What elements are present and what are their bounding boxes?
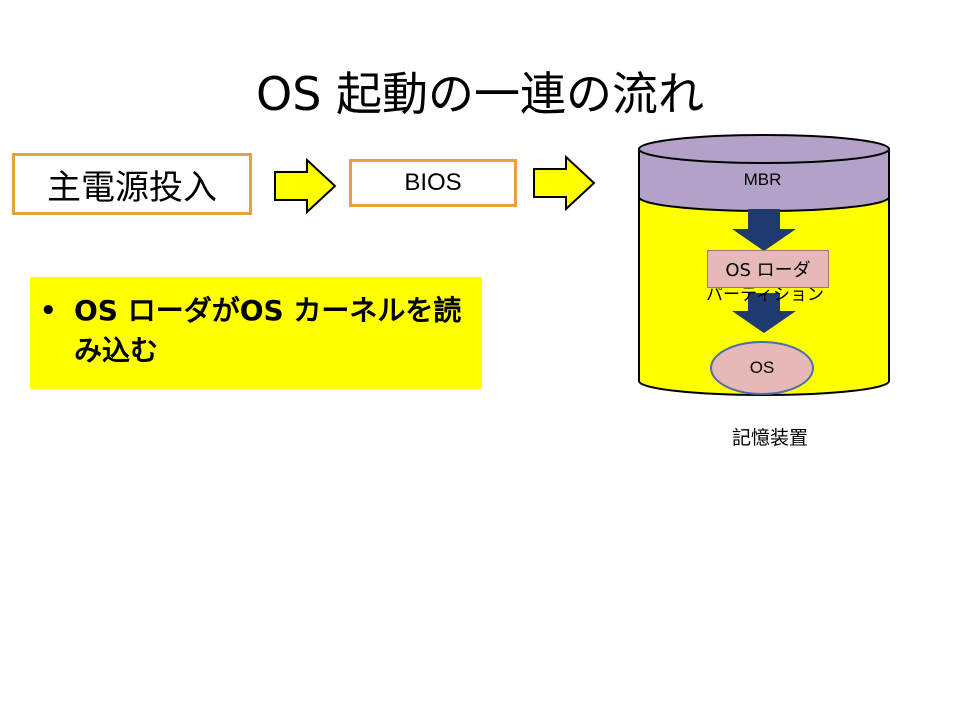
slide-title: OS 起動の一連の流れ xyxy=(255,67,705,121)
os-loader-box: OS ローダ xyxy=(707,250,829,288)
power-on-step: 主電源投入 xyxy=(12,153,252,215)
bios-label: BIOS xyxy=(404,169,462,196)
os-label: OS xyxy=(749,358,775,377)
power-on-label: 主電源投入 xyxy=(47,167,217,208)
bullet-marker: • xyxy=(40,296,57,326)
os-loader-label: OS ローダ xyxy=(725,260,811,281)
down-arrow-1 xyxy=(732,209,796,251)
note-text: OS ローダがOS カーネルを読み込む xyxy=(74,294,462,367)
note-box: • OS ローダがOS カーネルを読み込む xyxy=(30,277,482,389)
flow-arrow-2 xyxy=(533,155,596,211)
flow-arrow-1 xyxy=(274,158,337,214)
partition-label: パーティション xyxy=(706,285,824,302)
os-node: OS xyxy=(710,341,814,395)
bios-step: BIOS xyxy=(349,159,517,207)
mbr-label: MBR xyxy=(743,170,782,189)
down-arrow-2 xyxy=(732,293,796,333)
storage-caption: 記憶装置 xyxy=(731,427,808,449)
